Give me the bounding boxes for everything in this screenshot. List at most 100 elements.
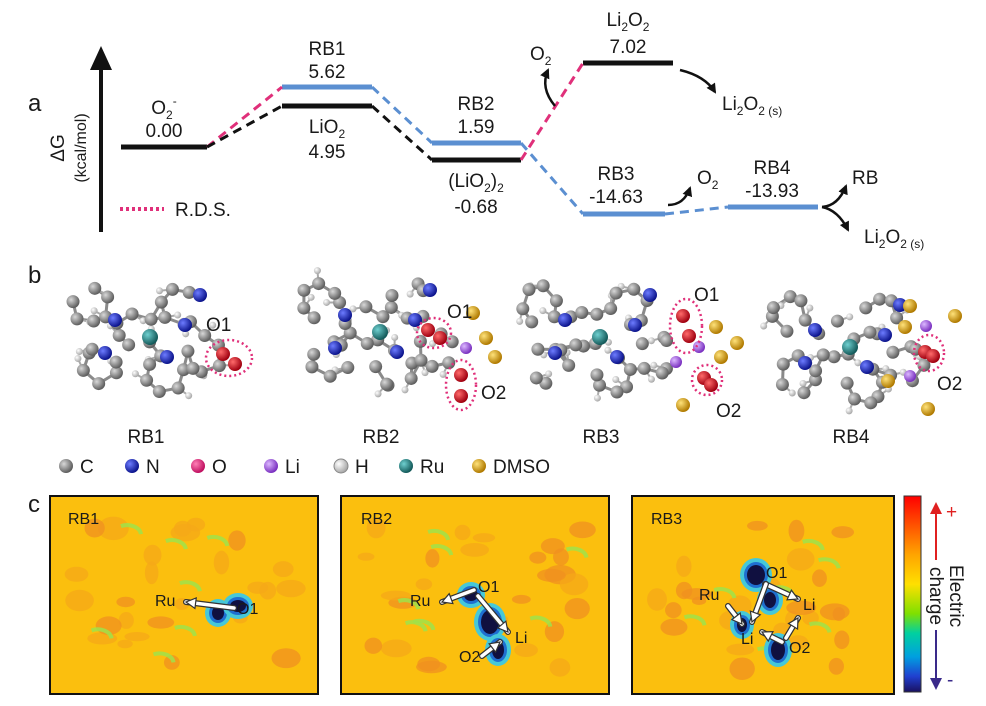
charge-blob — [834, 630, 850, 650]
carbon-atom — [863, 325, 877, 339]
structure-name-rb1: RB1 — [128, 427, 165, 448]
charge-blob — [144, 561, 159, 585]
energy-axis-label: ΔG (kcal/mol) — [48, 113, 90, 182]
value-li2o2: 7.02 — [610, 37, 647, 58]
rb3-o2-label: O2 — [716, 401, 741, 422]
rb3-o1-label: O1 — [694, 285, 719, 306]
carbon-atom — [442, 356, 456, 370]
carbon-atom — [177, 363, 191, 377]
carbon-atom — [766, 301, 780, 315]
hydrogen-atom — [75, 348, 83, 356]
molecule-rb1 — [66, 281, 242, 400]
rb-product-label: RB — [852, 168, 878, 189]
carbon-atom — [890, 311, 904, 325]
carbon-atom — [404, 371, 418, 385]
charge-contour — [565, 546, 589, 559]
carbon-atom — [341, 361, 355, 375]
o2-release-label-2: O2 — [697, 168, 719, 192]
charge-blob — [828, 657, 844, 675]
li2o2-solid-arrow — [679, 68, 717, 94]
carbon-atom — [808, 373, 822, 387]
carbon-atom — [66, 295, 80, 309]
colorbar-gradient — [903, 495, 922, 693]
charge-map-rb1: RB1 Ru O1 — [49, 495, 319, 695]
nitrogen-atom — [628, 318, 642, 332]
value-rb4: -13.93 — [745, 181, 799, 202]
oxygen-atom — [676, 309, 690, 323]
charge-map-rb3-li-a-label: Li — [803, 597, 815, 614]
panel-c: c RB1 Ru O1 RB2 Ru O1 Li O2 RB3 Ru O1 Li — [28, 491, 966, 695]
carbon-atom — [369, 360, 383, 374]
panel-letter-a: a — [28, 90, 42, 117]
carbon-atom — [536, 279, 550, 293]
rb3-o2-to-li-arrow-head — [787, 616, 799, 631]
ruthenium-atom — [592, 329, 608, 345]
rds-legend-label: R.D.S. — [175, 200, 231, 221]
ruthenium-atom — [842, 339, 858, 355]
carbon-atom — [158, 310, 172, 324]
charge-contour — [397, 598, 421, 610]
carbon-atom — [627, 282, 641, 296]
hydrogen-atom — [156, 287, 164, 295]
carbon-atom — [112, 328, 126, 342]
legend-atom-n-icon — [125, 459, 139, 473]
hydrogen-atom — [650, 361, 658, 369]
hydrogen-atom — [374, 390, 382, 398]
carbon-atom — [76, 363, 90, 377]
dmso-atom — [948, 309, 962, 323]
nitrogen-atom — [390, 345, 404, 359]
carbon-atom — [297, 283, 311, 297]
carbon-atom — [529, 371, 543, 385]
charge-map-rb3-li-b-label: Li — [741, 631, 753, 648]
carbon-atom — [776, 357, 790, 371]
value-lio2: 4.95 — [309, 142, 346, 163]
legend-atom-li-label: Li — [285, 457, 300, 478]
charge-depletion-core — [771, 640, 785, 660]
nitrogen-atom — [798, 356, 812, 370]
dmso-atom — [488, 350, 502, 364]
label-lio2: LiO2 — [309, 117, 346, 141]
hydrogen-atom — [846, 313, 854, 321]
label-rb3: RB3 — [598, 164, 635, 185]
charge-contour — [120, 523, 143, 535]
charge-map-rb2-title: RB2 — [361, 511, 392, 528]
hydrogen-atom — [182, 330, 190, 338]
carbon-atom — [297, 301, 311, 315]
value-o2: 0.00 — [146, 121, 183, 142]
carbon-atom — [414, 353, 428, 367]
hydrogen-atom — [131, 370, 139, 378]
charge-blob — [787, 635, 809, 650]
rb1-o1-label: O1 — [206, 315, 231, 336]
structure-name-rb4: RB4 — [833, 427, 870, 448]
charge-blob — [786, 548, 815, 571]
molecule-rb4 — [760, 290, 962, 416]
carbon-atom — [312, 277, 326, 291]
lithium-atom — [693, 341, 705, 353]
charge-blob — [564, 597, 590, 620]
panel-a: a ΔG (kcal/mol) R.D.S. O2- 0.00 RB1 5 — [28, 10, 924, 251]
molecule-rb2 — [297, 267, 502, 403]
value-lio2-dimer: -0.68 — [454, 197, 497, 218]
charge-blob — [786, 600, 817, 616]
hydrogen-atom — [593, 394, 601, 402]
hydrogen-atom — [539, 307, 547, 315]
hydrogen-atom — [313, 267, 321, 275]
charge-blob — [228, 530, 246, 551]
charge-map-rb1-ru-label: Ru — [155, 593, 175, 610]
label-rb2: RB2 — [458, 94, 495, 115]
charge-blob — [143, 544, 162, 566]
dmso-atom — [881, 374, 895, 388]
lithium-atom — [670, 356, 682, 368]
carbon-atom — [794, 294, 808, 308]
carbon-atom — [323, 369, 337, 383]
charge-blob — [681, 588, 712, 601]
hydrogen-atom — [612, 376, 620, 384]
charge-map-rb1-o1-label: O1 — [237, 601, 258, 618]
charge-contour — [802, 538, 825, 551]
charge-contour — [404, 620, 428, 632]
charge-blob — [660, 618, 688, 636]
dmso-atom — [676, 398, 690, 412]
charge-blob — [147, 616, 175, 629]
